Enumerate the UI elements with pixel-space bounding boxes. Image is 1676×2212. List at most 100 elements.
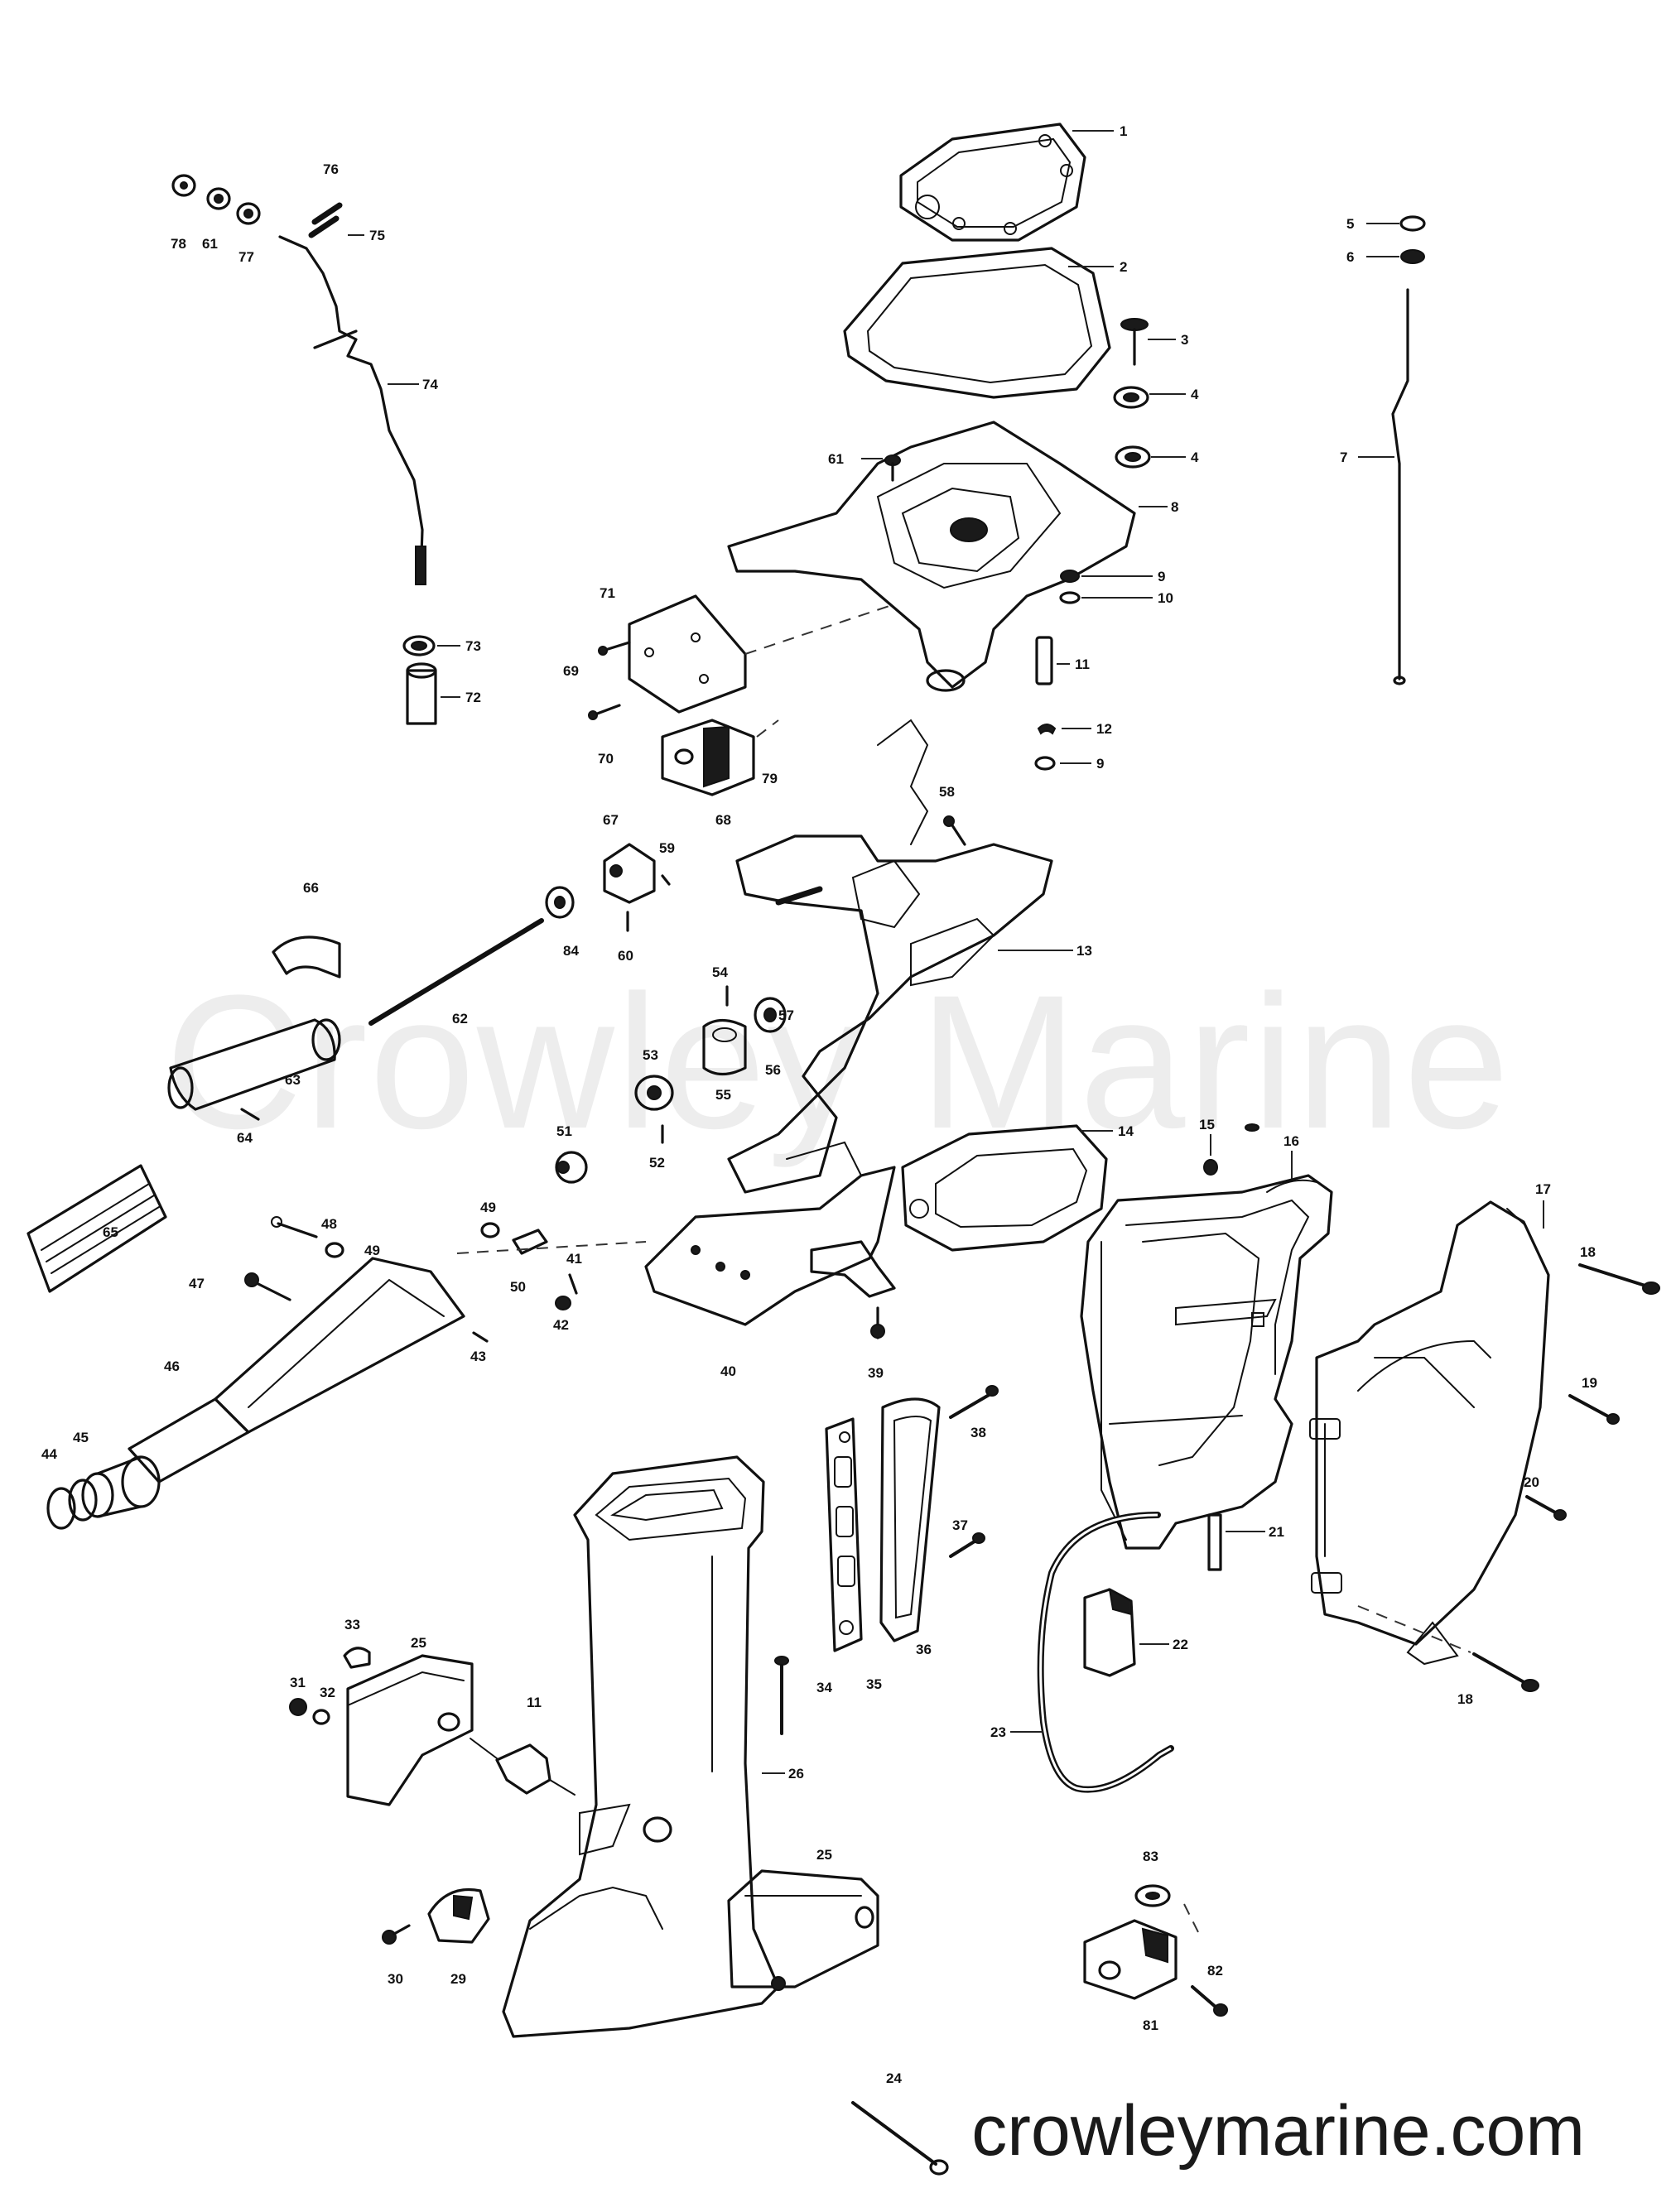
callout-13: 13 (1076, 943, 1092, 959)
washer-78 (171, 174, 196, 197)
callout-23: 23 (990, 1724, 1006, 1740)
exhaust-adapter (727, 421, 1168, 692)
bushing-56 (754, 997, 787, 1033)
callout-36: 36 (916, 1642, 932, 1657)
callout-37: 37 (952, 1517, 968, 1533)
washer-49b (480, 1222, 500, 1238)
callout-52: 52 (649, 1155, 665, 1171)
callout-79: 79 (762, 771, 778, 786)
nut-9 (1060, 570, 1153, 583)
callout-31: 31 (290, 1675, 306, 1690)
callout-44: 44 (41, 1446, 57, 1462)
rivet-mark (1245, 1123, 1259, 1132)
clip-33 (343, 1647, 371, 1669)
callout-40: 40 (720, 1363, 736, 1379)
callout-11: 11 (1075, 656, 1090, 672)
callout-60: 60 (618, 948, 633, 964)
callout-62: 62 (452, 1011, 468, 1027)
screw-18-lower (1472, 1652, 1539, 1692)
shift-rod (1358, 288, 1409, 685)
shift-knob-29 (427, 1888, 490, 1944)
callout-30: 30 (388, 1971, 403, 1987)
callout-74: 74 (422, 377, 438, 392)
screw-34 (774, 1656, 789, 1735)
seal-plate-35 (825, 1417, 863, 1652)
nut-31 (289, 1698, 307, 1716)
throttle-link (278, 235, 426, 585)
callout-53: 53 (643, 1047, 658, 1063)
sleeve-72 (406, 662, 460, 725)
pin-43 (472, 1331, 489, 1343)
callout-68: 68 (715, 812, 731, 828)
nut-73 (402, 635, 460, 656)
tube-63 (167, 1018, 341, 1111)
callout-59: 59 (659, 840, 675, 856)
callout-78: 78 (171, 236, 186, 252)
callout-38: 38 (970, 1425, 986, 1440)
callout-54: 54 (712, 964, 728, 980)
nut-84 (545, 886, 575, 919)
callout-56: 56 (765, 1062, 781, 1078)
callout-32: 32 (320, 1685, 335, 1700)
callout-4: 4 (1191, 387, 1199, 402)
callout-2: 2 (1120, 259, 1127, 275)
callout-19: 19 (1582, 1375, 1597, 1391)
callout-5: 5 (1346, 216, 1354, 232)
callout-58: 58 (939, 784, 955, 800)
callout-39: 39 (868, 1365, 884, 1381)
pad-22 (1083, 1588, 1169, 1677)
callout-61: 61 (828, 451, 844, 467)
stud-11-upper (1035, 636, 1070, 685)
screw-19 (1568, 1394, 1620, 1425)
filler-36 (879, 1397, 941, 1642)
callout-33: 33 (344, 1617, 360, 1633)
callout-48: 48 (321, 1216, 337, 1232)
callout-17: 17 (1535, 1181, 1551, 1197)
callout-25: 25 (411, 1635, 426, 1651)
screw-30 (382, 1924, 411, 1945)
callout-50: 50 (510, 1279, 526, 1295)
callout-47: 47 (189, 1276, 205, 1291)
callout-9: 9 (1096, 756, 1104, 772)
callout-46: 46 (164, 1358, 180, 1374)
nut-9-lower (1034, 756, 1091, 771)
callout-67: 67 (603, 812, 619, 828)
adapter-screw (861, 454, 901, 482)
callout-20: 20 (1524, 1474, 1539, 1490)
callout-34: 34 (816, 1680, 832, 1695)
shift-bracket (628, 594, 895, 714)
ring-44 (46, 1487, 76, 1530)
callout-6: 6 (1346, 249, 1354, 265)
callout-15: 15 (1199, 1117, 1215, 1132)
washer-83 (1134, 1884, 1171, 1907)
callout-3: 3 (1181, 332, 1188, 348)
pin-59 (661, 874, 671, 886)
bolt-58 (943, 815, 966, 846)
screw-18-upper (1578, 1263, 1660, 1295)
stud-11-lower (470, 1738, 576, 1796)
callout-29: 29 (450, 1971, 466, 1987)
rubber-block-68 (661, 719, 779, 796)
rubber-mount-lower (1115, 445, 1186, 469)
cover-25-upper (346, 1654, 474, 1806)
callout-7: 7 (1340, 450, 1347, 465)
callout-45: 45 (73, 1430, 89, 1445)
callout-labels: 1 2 3 4 4 5 6 7 8 9 10 11 12 9 13 14 15 … (41, 123, 1597, 2086)
screw-82 (1191, 1985, 1228, 2017)
top-gasket (899, 123, 1114, 242)
callout-64: 64 (237, 1130, 253, 1146)
callout-11: 11 (527, 1695, 542, 1710)
mount-screw (1120, 318, 1176, 366)
screw-38 (949, 1385, 999, 1419)
rubber-seal (843, 247, 1114, 399)
grip-65 (26, 1164, 167, 1293)
callout-82: 82 (1207, 1963, 1223, 1979)
pin-64 (240, 1108, 260, 1121)
washer-10 (1059, 591, 1153, 604)
screw-48 (271, 1216, 318, 1238)
block-81 (1083, 1919, 1178, 2000)
shift-shaft (368, 918, 544, 1026)
cover-25-lower (727, 1869, 879, 1991)
swivel-bracket (727, 719, 1073, 1194)
callout-35: 35 (866, 1676, 882, 1692)
